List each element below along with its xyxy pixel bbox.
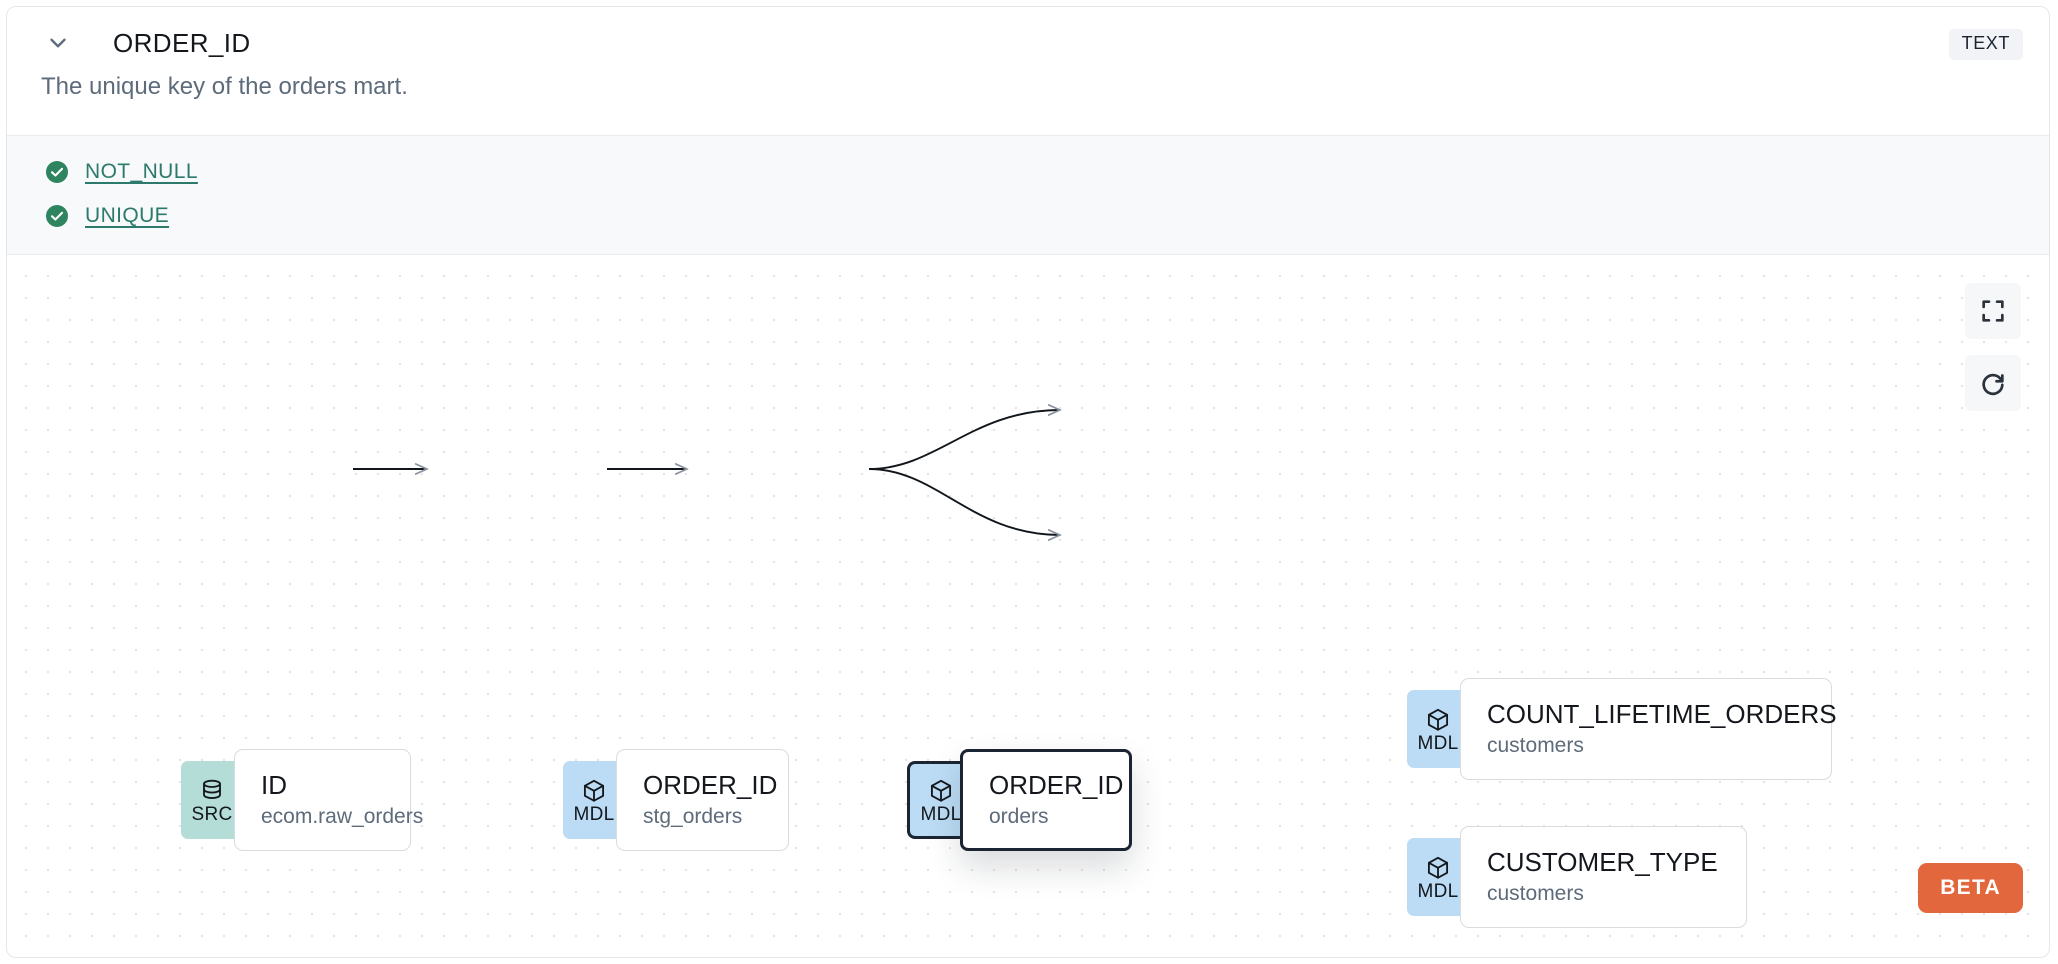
node-sub: customers	[1487, 882, 1584, 906]
node-body: ID ecom.raw_orders	[234, 749, 424, 851]
lineage-node-mdl-stg-orders[interactable]: MDL ORDER_ID stg_orders	[563, 749, 789, 851]
node-type-badge-mdl: MDL	[563, 761, 625, 839]
edge-orders-to-customer-type	[868, 468, 1060, 535]
node-sub: orders	[989, 805, 1049, 829]
test-link-not-null[interactable]: NOT_NULL	[85, 160, 198, 183]
fit-view-button[interactable]	[1965, 283, 2021, 339]
test-row: NOT_NULL	[7, 150, 2049, 194]
node-name: CUSTOMER_TYPE	[1487, 846, 1718, 877]
node-name: ORDER_ID	[989, 769, 1124, 800]
node-name: ORDER_ID	[643, 769, 778, 800]
node-badge-label: MDL	[1417, 880, 1459, 902]
node-sub: stg_orders	[643, 805, 743, 829]
beta-badge[interactable]: BETA	[1918, 863, 2023, 913]
node-badge-label: SRC	[191, 803, 233, 825]
node-badge-label: MDL	[1417, 732, 1459, 754]
graph-controls	[1965, 283, 2021, 411]
check-circle-icon	[45, 204, 69, 228]
refresh-icon	[1982, 373, 2004, 396]
lineage-node-mdl-count-lifetime-orders[interactable]: MDL COUNT_LIFETIME_ORDERS customers	[1407, 678, 1837, 780]
node-body: ORDER_ID orders	[960, 749, 1132, 851]
tests-section: NOT_NULL UNIQUE	[7, 135, 2049, 255]
lineage-node-mdl-orders[interactable]: MDL ORDER_ID orders	[907, 749, 1132, 851]
lineage-node-src-id[interactable]: SRC ID ecom.raw_orders	[181, 749, 424, 851]
cube-icon	[930, 779, 952, 802]
node-body: ORDER_ID stg_orders	[616, 749, 789, 851]
data-type-badge: TEXT	[1948, 29, 2023, 60]
node-sub: ecom.raw_orders	[261, 805, 424, 829]
node-type-badge-mdl: MDL	[1407, 690, 1469, 768]
node-sub: customers	[1487, 734, 1584, 758]
node-name: ID	[261, 769, 287, 800]
column-detail-card: ORDER_ID TEXT The unique key of the orde…	[6, 6, 2050, 958]
node-body: COUNT_LIFETIME_ORDERS customers	[1460, 678, 1837, 780]
lineage-graph-canvas[interactable]: SRC ID ecom.raw_orders MDL	[7, 255, 2049, 937]
node-body: CUSTOMER_TYPE customers	[1460, 826, 1747, 928]
title-row: ORDER_ID TEXT	[7, 7, 2049, 79]
column-header: ORDER_ID TEXT The unique key of the orde…	[7, 7, 2049, 135]
cube-icon	[583, 779, 605, 802]
refresh-button[interactable]	[1965, 355, 2021, 411]
node-name: COUNT_LIFETIME_ORDERS	[1487, 698, 1837, 729]
cube-icon	[1427, 708, 1449, 731]
node-type-badge-mdl: MDL	[1407, 838, 1469, 916]
edge-orders-to-count-lifetime	[868, 410, 1060, 470]
fullscreen-icon	[1982, 300, 2004, 322]
test-row: UNIQUE	[7, 194, 2049, 238]
cube-icon	[1427, 856, 1449, 879]
check-circle-icon	[45, 160, 69, 184]
node-badge-label: MDL	[573, 803, 615, 825]
page-title: ORDER_ID	[113, 27, 251, 58]
column-description: The unique key of the orders mart.	[41, 73, 408, 100]
database-icon	[203, 779, 221, 799]
node-badge-label: MDL	[920, 803, 962, 825]
chevron-down-icon[interactable]	[41, 26, 75, 60]
test-link-unique[interactable]: UNIQUE	[85, 204, 170, 227]
lineage-node-mdl-customer-type[interactable]: MDL CUSTOMER_TYPE customers	[1407, 826, 1747, 928]
node-type-badge-src: SRC	[181, 761, 243, 839]
